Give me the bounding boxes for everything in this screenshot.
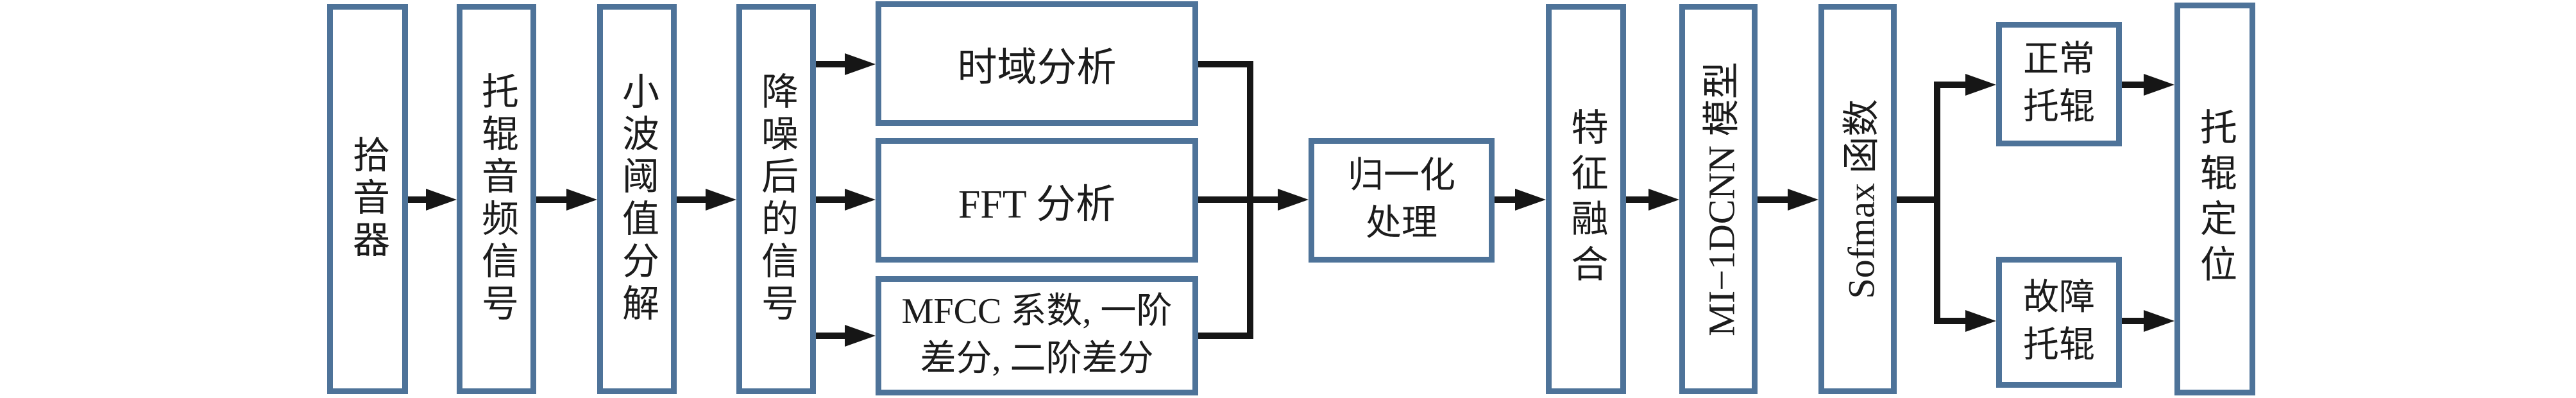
arrow-pickup-to-audio-head (426, 189, 457, 211)
branch-vertical-line (1934, 82, 1940, 324)
node-normal-roller-label: 正常 托辊 (2023, 37, 2095, 132)
arrow-wavelet-to-denoised-line (677, 196, 711, 203)
node-mi-1dcnn-model-label: MI−1DCNN 模型 (1701, 62, 1743, 336)
arrow-audio-to-wavelet-line (536, 196, 572, 203)
node-mfcc-label-line2: 差分, 二阶差分 (920, 339, 1154, 379)
arrow-denoised-to-fft-line (816, 196, 847, 203)
merge-mfcc-line (1198, 333, 1253, 339)
node-faulty-roller: 故障 托辊 (1996, 257, 2122, 388)
arrow-normal-to-location-head (2144, 74, 2174, 96)
node-faulty-roller-label-line2: 托辊 (2023, 325, 2095, 365)
node-mfcc-label: MFCC 系数, 一阶 差分, 二阶差分 (902, 288, 1173, 383)
arrow-denoised-to-time-domain-line (816, 61, 847, 67)
arrow-branch-to-faulty-line (1940, 318, 1970, 324)
node-faulty-roller-label: 故障 托辊 (2023, 275, 2095, 370)
arrow-fusion-to-model-line (1626, 196, 1654, 203)
node-roller-audio-signal: 托辊音频信号 (457, 4, 536, 394)
node-denoised-signal-label: 降噪后的信号 (756, 72, 797, 326)
arrow-normal-to-location-line (2122, 82, 2149, 88)
arrow-denoised-to-mfcc-line (816, 333, 847, 339)
arrow-merge-to-normalization-line (1198, 196, 1283, 203)
arrow-faulty-to-location-head (2144, 310, 2174, 332)
node-normal-roller: 正常 托辊 (1996, 22, 2122, 146)
node-time-domain-analysis: 时域分析 (876, 1, 1198, 126)
arrow-branch-to-normal-line (1940, 82, 1970, 88)
node-pickup: 拾音器 (327, 4, 408, 394)
node-feature-fusion-label: 特征融合 (1565, 108, 1607, 290)
arrow-branch-to-normal-head (1965, 74, 1996, 96)
node-denoised-signal: 降噪后的信号 (736, 4, 816, 394)
arrow-fusion-to-model-head (1648, 189, 1679, 211)
arrow-wavelet-to-denoised-head (706, 189, 736, 211)
arrow-model-to-softmax-head (1788, 189, 1818, 211)
node-softmax-function: Sofmax 函数 (1818, 4, 1897, 394)
node-wavelet-threshold: 小波阈值分解 (597, 4, 677, 394)
arrow-normalization-to-fusion-head (1515, 189, 1546, 211)
arrow-model-to-softmax-line (1758, 196, 1793, 203)
arrow-pickup-to-audio-line (408, 196, 434, 203)
arrow-denoised-to-time-domain-head (845, 53, 876, 75)
node-roller-location-label: 托辊定位 (2194, 108, 2236, 290)
arrow-audio-to-wavelet-head (566, 189, 597, 211)
node-wavelet-threshold-label: 小波阈值分解 (616, 72, 658, 326)
node-time-domain-analysis-label: 时域分析 (957, 46, 1117, 90)
node-mfcc-label-line1: MFCC 系数, 一阶 (901, 291, 1173, 332)
node-mfcc: MFCC 系数, 一阶 差分, 二阶差分 (876, 276, 1198, 395)
arrow-branch-to-faulty-head (1965, 310, 1996, 332)
node-fft-analysis: FFT 分析 (876, 138, 1198, 263)
node-feature-fusion: 特征融合 (1546, 4, 1626, 394)
merge-time-domain-line (1198, 61, 1253, 67)
arrow-denoised-to-fft-head (845, 189, 876, 211)
node-faulty-roller-label-line1: 故障 (2023, 278, 2095, 318)
arrow-merge-to-normalization-head (1278, 189, 1309, 211)
node-normalization: 归一化 处理 (1309, 138, 1495, 263)
branch-stem-line (1897, 196, 1940, 203)
node-fft-analysis-label: FFT 分析 (958, 183, 1116, 227)
node-roller-location: 托辊定位 (2174, 3, 2255, 395)
node-softmax-function-label: Sofmax 函数 (1840, 99, 1882, 299)
node-normalization-label-line1: 归一化 (1348, 156, 1455, 196)
node-pickup-label: 拾音器 (347, 135, 389, 263)
arrow-normalization-to-fusion-line (1495, 196, 1520, 203)
node-mi-1dcnn-model: MI−1DCNN 模型 (1679, 4, 1758, 394)
node-normal-roller-label-line2: 托辊 (2023, 87, 2095, 127)
arrow-denoised-to-mfcc-head (845, 325, 876, 347)
node-normalization-label-line2: 处理 (1366, 203, 1437, 243)
node-normalization-label: 归一化 处理 (1348, 153, 1455, 248)
node-roller-audio-signal-label: 托辊音频信号 (476, 72, 518, 326)
node-normal-roller-label-line1: 正常 (2023, 40, 2095, 80)
arrow-faulty-to-location-line (2122, 318, 2149, 324)
